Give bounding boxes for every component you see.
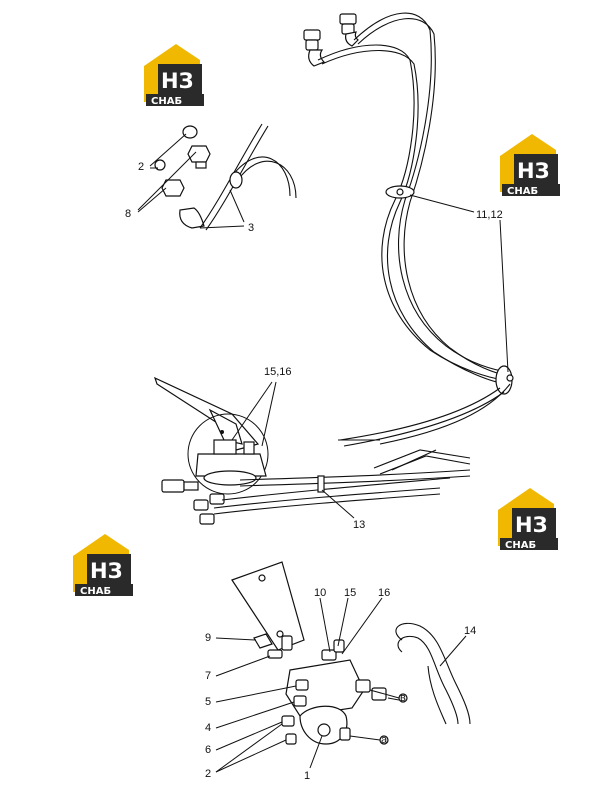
logo-mark: НЗ	[161, 69, 194, 93]
upper-left-detail: 2 8 3	[125, 123, 297, 234]
top-fitting-right	[339, 13, 359, 47]
callout-7: 7	[205, 670, 211, 682]
watermark-logo-bottom-left: НЗ СНАБ	[73, 534, 133, 597]
callout-15-16: 15,16	[264, 366, 292, 378]
callout-14: 14	[464, 625, 476, 637]
callout-4: 4	[205, 722, 211, 734]
callout-13: 13	[353, 519, 365, 531]
callout-2-lower: 2	[205, 768, 211, 780]
main-hose-bundle	[303, 12, 514, 447]
logo-brand: СНАБ	[507, 186, 538, 197]
watermark-logo-top-right: НЗ СНАБ	[500, 134, 560, 197]
callout-16: 16	[378, 587, 390, 599]
top-fitting-left	[303, 29, 326, 67]
middle-valve-assembly: 13 15,16	[153, 366, 471, 531]
logo-mark: НЗ	[90, 559, 123, 583]
logo-brand: СНАБ	[151, 96, 182, 107]
logo-brand: СНАБ	[505, 540, 536, 551]
watermark-logo-top-left: НЗ СНАБ	[144, 44, 204, 107]
bottom-valve-exploded: в а 14 10 15 16 9 7 5 4 6 2 1	[205, 561, 476, 782]
logo-mark: НЗ	[515, 513, 548, 537]
callout-6: 6	[205, 744, 211, 756]
marker-b: в	[400, 692, 406, 704]
callout-group-11-12: 11,12	[409, 194, 509, 373]
callout-8: 8	[125, 208, 131, 220]
callout-3: 3	[248, 222, 254, 234]
callout-9: 9	[205, 632, 211, 644]
callout-15: 15	[344, 587, 356, 599]
logo-mark: НЗ	[517, 159, 550, 183]
callout-5: 5	[205, 696, 211, 708]
marker-a: а	[381, 734, 388, 746]
callout-1: 1	[304, 770, 310, 782]
callout-11-12: 11,12	[476, 209, 503, 221]
logo-brand: СНАБ	[80, 586, 111, 597]
watermark-logo-middle-right: НЗ СНАБ	[498, 488, 558, 551]
callout-10: 10	[314, 587, 326, 599]
callout-2-upper: 2	[138, 161, 144, 173]
